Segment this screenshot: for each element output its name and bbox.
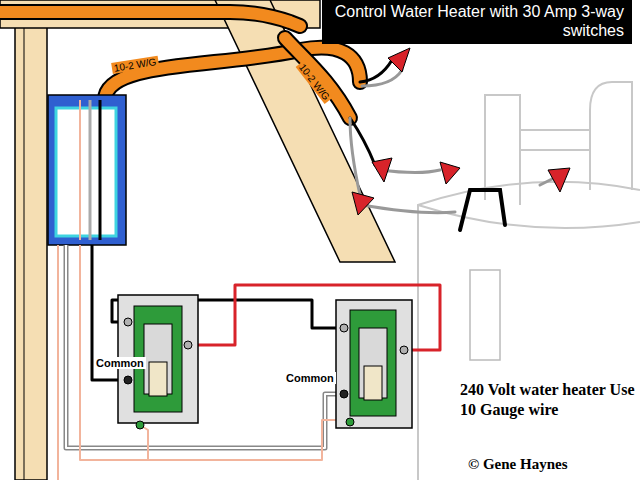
wire-nuts-part xyxy=(548,168,570,192)
wire-nuts xyxy=(352,48,570,215)
switch-1-part xyxy=(149,362,167,396)
copyright-text: © Gene Haynes xyxy=(468,456,568,473)
switch-loop-wires-part xyxy=(80,420,350,460)
switch-1-part xyxy=(184,341,192,349)
heater-wires-part xyxy=(360,60,392,82)
note-text: 240 Volt water heater Use 10 Gauge wire xyxy=(460,380,635,420)
water-heater-part xyxy=(520,130,590,150)
orange-cables-part xyxy=(285,38,350,118)
heater-wires-part xyxy=(460,190,505,230)
switch-loop-wires xyxy=(58,245,440,480)
switch-1-part xyxy=(124,376,132,384)
switch-2-part xyxy=(340,324,348,332)
switch-2-part xyxy=(336,300,412,428)
terminal-label: Common xyxy=(94,357,146,369)
water-heater-part xyxy=(590,82,632,190)
heater-wires-part xyxy=(362,70,402,86)
outlet-plate xyxy=(470,270,500,360)
switch-1-part xyxy=(136,421,144,429)
wire-nuts-part xyxy=(440,162,460,184)
switch-2-part xyxy=(346,418,354,426)
heater-wires-part xyxy=(350,118,360,195)
heater-wires-part xyxy=(362,205,455,213)
water-heater xyxy=(418,82,640,480)
wood-framing-part xyxy=(24,28,25,480)
switch-2 xyxy=(336,300,412,428)
wire-nuts-part xyxy=(352,192,374,215)
heater-wires xyxy=(350,60,560,230)
junction-box-part xyxy=(89,100,92,240)
wire-nuts-part xyxy=(372,158,392,182)
water-heater-part xyxy=(418,182,640,480)
junction-box xyxy=(48,95,126,245)
switch-loop-wires-part xyxy=(57,245,59,480)
junction-box-part xyxy=(48,95,126,245)
title-banner: Control Water Heater with 30 Amp 3-way s… xyxy=(322,0,632,44)
outlet-plate-part xyxy=(470,270,500,360)
junction-box-part xyxy=(99,100,102,240)
switch-1-part xyxy=(124,318,132,326)
junction-box-part xyxy=(56,108,116,236)
water-heater-part xyxy=(418,205,640,228)
wire-nuts-part xyxy=(388,48,410,72)
switch-2-part xyxy=(400,346,408,354)
orange-cables-part xyxy=(0,12,300,26)
wood-framing-part xyxy=(15,0,47,480)
orange-cables-part xyxy=(285,38,350,118)
switch-2-part xyxy=(340,390,348,398)
switch-2-part xyxy=(350,310,396,416)
switch-loop-wires-part xyxy=(66,245,340,448)
heater-wires-part xyxy=(380,170,440,173)
switch-2-part xyxy=(364,366,382,400)
terminal-label: Common xyxy=(284,372,336,384)
switch-loop-wires-part xyxy=(66,245,340,448)
orange-cables-part xyxy=(0,12,300,26)
junction-box-part xyxy=(79,100,81,240)
